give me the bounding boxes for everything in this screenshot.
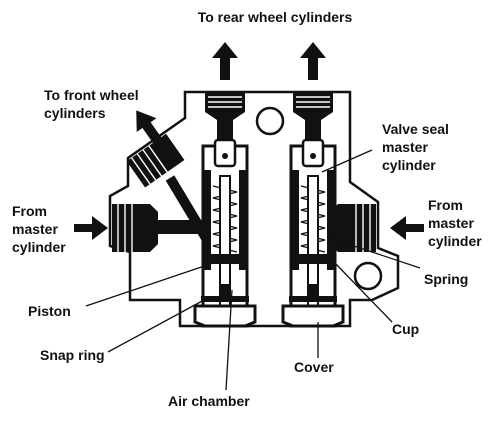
front-port: [126, 133, 185, 188]
right-valve-assembly: [281, 138, 345, 328]
leader-valve-seal: [321, 149, 373, 173]
arrow-inlet-right: [390, 216, 424, 240]
label-from-right-line3: cylinder: [428, 233, 482, 249]
flow-arrows: [74, 42, 424, 240]
label-rear: To rear wheel cylinders: [198, 9, 353, 25]
leader-spring: [329, 237, 421, 269]
label-front-line1: To front wheel: [44, 87, 139, 103]
rear-port-right: [293, 92, 333, 146]
label-valve-seal-line1: Valve seal: [382, 121, 449, 137]
label-from-left-line2: master: [12, 221, 58, 237]
leader-lines: [85, 149, 421, 391]
label-spring: Spring: [424, 271, 468, 287]
label-snap-ring: Snap ring: [40, 347, 105, 363]
label-piston: Piston: [28, 303, 71, 319]
inlet-passage-left: [158, 220, 206, 234]
arrow-rear-left: [212, 42, 238, 80]
arrow-inlet-left: [74, 216, 108, 240]
inlet-right-threads: [355, 204, 371, 252]
label-valve-seal-line3: cylinder: [382, 157, 436, 173]
inlet-port-right: [330, 204, 376, 252]
label-cover: Cover: [294, 359, 334, 375]
label-valve-seal-line2: master: [382, 139, 428, 155]
left-valve-assembly: [193, 138, 257, 328]
mounting-hole-top: [255, 106, 285, 136]
rear-port-left: [205, 92, 245, 146]
inlet-left-threads: [117, 204, 133, 252]
inlet-port-left: [112, 204, 158, 252]
mounting-hole-right: [353, 261, 383, 291]
label-front-line2: cylinders: [44, 105, 106, 121]
label-from-left-line1: From: [12, 203, 47, 219]
label-from-right-line2: master: [428, 215, 474, 231]
leader-snap-ring: [107, 299, 205, 353]
rear-port-threads: [208, 96, 330, 108]
leader-piston: [85, 259, 223, 307]
arrow-front: [136, 110, 164, 146]
leader-cup: [333, 261, 393, 323]
label-air-chamber: Air chamber: [168, 393, 250, 409]
arrow-rear-right: [300, 42, 326, 80]
label-cup: Cup: [392, 321, 419, 337]
label-from-right-line1: From: [428, 197, 463, 213]
leader-air-chamber: [225, 289, 233, 391]
label-from-left-line3: cylinder: [12, 239, 66, 255]
